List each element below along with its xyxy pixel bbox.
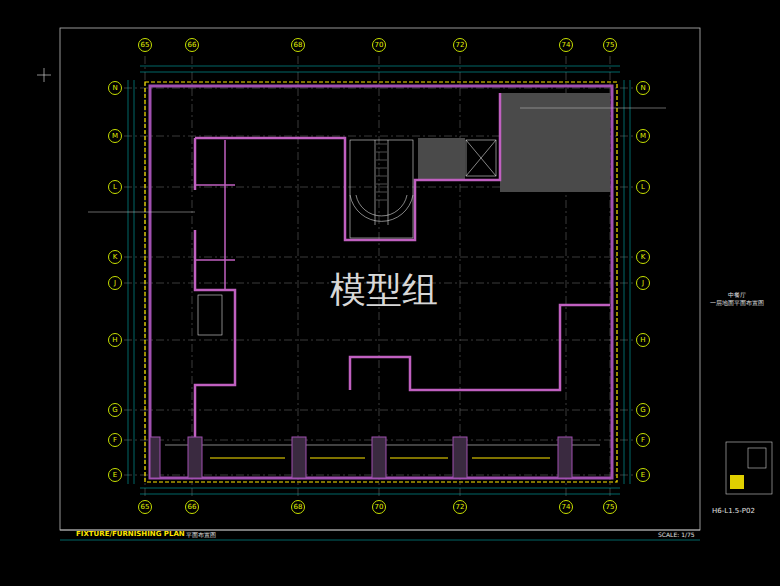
grid-label: N: [640, 85, 645, 92]
grid-bubble: 70: [372, 38, 386, 52]
grid-label: G: [112, 407, 117, 414]
grid-label: K: [641, 254, 646, 261]
grid-label: H: [112, 337, 117, 344]
grid-label: E: [641, 472, 645, 479]
grid-bubble: 72: [453, 500, 467, 514]
grid-label: M: [112, 133, 118, 140]
grid-label: K: [113, 254, 118, 261]
grid-bubble: L: [636, 180, 650, 194]
grid-bubble: 65: [138, 500, 152, 514]
grid-label: 65: [141, 504, 150, 511]
grid-bubble: K: [108, 250, 122, 264]
grid-label: 68: [294, 504, 303, 511]
grid-bubble: 66: [185, 500, 199, 514]
grid-label: N: [112, 85, 117, 92]
grid-label: 75: [606, 504, 615, 511]
grid-bubble: 75: [603, 38, 617, 52]
grid-bubble: 68: [291, 38, 305, 52]
grid-label: E: [113, 472, 117, 479]
grid-label: 68: [294, 42, 303, 49]
grid-label: 65: [141, 42, 150, 49]
sheet-subtitle: 一层地面平面布置图: [710, 300, 764, 307]
grid-bubble: 74: [559, 500, 573, 514]
grid-label: F: [113, 437, 117, 444]
grid-label: 72: [456, 504, 465, 511]
grid-label: 66: [188, 42, 197, 49]
grid-bubble: 70: [372, 500, 386, 514]
grid-bubble: F: [108, 433, 122, 447]
grid-label: M: [640, 133, 646, 140]
grid-bubble: K: [636, 250, 650, 264]
grid-bubble: M: [636, 129, 650, 143]
scale-note: SCALE: 1/75: [658, 532, 695, 539]
watermark: 模型组: [330, 270, 438, 310]
grid-bubble: E: [636, 468, 650, 482]
drawing-title: FIXTURE/FURNISHING PLAN: [76, 531, 185, 539]
grid-label: 72: [456, 42, 465, 49]
grid-bubble: J: [636, 276, 650, 290]
grid-bubble: G: [108, 403, 122, 417]
grid-label: 74: [562, 42, 571, 49]
grid-bubble: 72: [453, 38, 467, 52]
grid-label: 75: [606, 42, 615, 49]
grid-bubble: G: [636, 403, 650, 417]
grid-label: 70: [375, 42, 384, 49]
grid-bubble: J: [108, 276, 122, 290]
grid-bubble: 65: [138, 38, 152, 52]
grid-label: 74: [562, 504, 571, 511]
title-chinese: 平面布置图: [186, 532, 216, 539]
grid-bubble: F: [636, 433, 650, 447]
grid-label: J: [642, 280, 644, 287]
grid-bubble: H: [636, 333, 650, 347]
grid-label: H: [640, 337, 645, 344]
grid-label: L: [113, 184, 117, 191]
grid-bubble: H: [108, 333, 122, 347]
grid-label: 70: [375, 504, 384, 511]
grid-label: J: [114, 280, 116, 287]
grid-bubble: 74: [559, 38, 573, 52]
grid-bubble: 68: [291, 500, 305, 514]
sheet-number: H6-L1.5-P02: [712, 508, 755, 516]
grid-label: F: [641, 437, 645, 444]
grid-label: L: [641, 184, 645, 191]
grid-bubble: 66: [185, 38, 199, 52]
grid-bubble: E: [108, 468, 122, 482]
grid-bubble: L: [108, 180, 122, 194]
grid-bubble: M: [108, 129, 122, 143]
grid-bubble: N: [108, 81, 122, 95]
grid-bubble: 75: [603, 500, 617, 514]
sheet-name: 中餐厅: [728, 292, 746, 299]
grid-label: 66: [188, 504, 197, 511]
grid-label: G: [640, 407, 645, 414]
grid-bubble: N: [636, 81, 650, 95]
